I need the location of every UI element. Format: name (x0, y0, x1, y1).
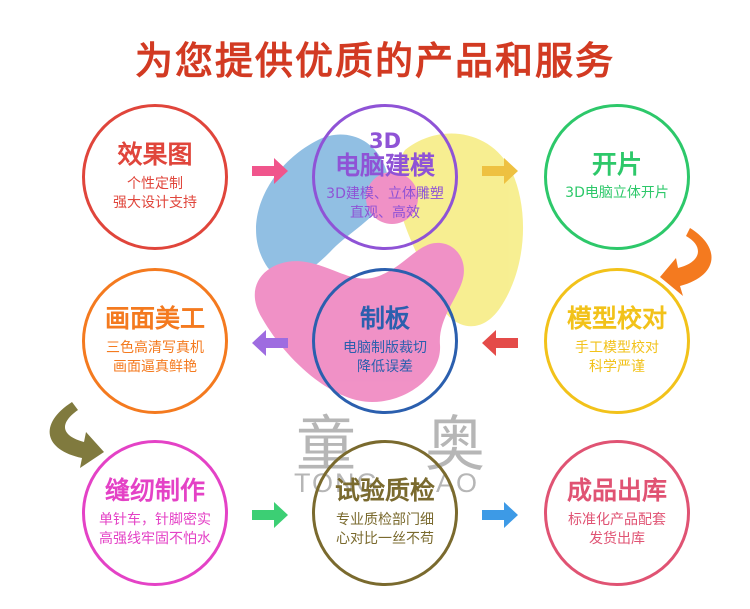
page-title: 为您提供优质的产品和服务 (134, 39, 615, 83)
step-effect-drawing: 效果图 个性定制 强大设计支持 (82, 104, 228, 250)
step-desc-line: 直观、高效 (350, 205, 420, 222)
step-quality-test: 试验质检 专业质检部门细 心对比一丝不苟 (312, 440, 458, 586)
step-desc-line: 专业质检部门细 (336, 511, 434, 528)
step-desc-line: 强大设计支持 (113, 194, 197, 211)
step-desc-line: 手工模型校对 (575, 339, 659, 356)
step-model-check: 模型校对 手工模型校对 科学严谨 (544, 268, 690, 414)
step-cutting: 开片 3D电脑立体开片 (544, 104, 690, 250)
step-shipping: 成品出库 标准化产品配套 发货出库 (544, 440, 690, 586)
step-3d-modeling: 3D 电脑建模 3D建模、立体雕塑 直观、高效 (312, 104, 458, 250)
step-desc-line: 心对比一丝不苟 (336, 530, 434, 547)
step-desc-line: 科学严谨 (589, 358, 645, 375)
step-desc-line: 电脑制版裁切 (343, 339, 427, 356)
step-desc-line: 发货出库 (589, 530, 645, 547)
step-pattern-making: 制板 电脑制版裁切 降低误差 (312, 268, 458, 414)
arrow-6-5 (482, 330, 518, 356)
arrow-5-4 (252, 330, 288, 356)
step-desc-line: 降低误差 (357, 358, 413, 375)
step-title: 开片 (591, 149, 642, 179)
step-desc-line: 3D建模、立体雕塑 (326, 186, 444, 203)
step-title: 画面美工 (104, 304, 205, 334)
arrow-4-7 (49, 402, 104, 468)
step-title: 模型校对 (566, 304, 667, 334)
step-desc-line: 三色高清写真机 (106, 339, 204, 356)
step-desc-line: 高强线牢固不怕水 (99, 530, 211, 547)
step-subtitle: 3D (368, 128, 402, 153)
step-title: 制板 (359, 304, 410, 334)
step-title: 成品出库 (566, 476, 667, 506)
arrow-1-2 (252, 158, 288, 184)
step-desc-line: 标准化产品配套 (568, 511, 666, 528)
step-desc-line: 3D电脑立体开片 (565, 185, 669, 202)
step-title: 效果图 (117, 140, 193, 170)
step-desc-line: 单针车，针脚密实 (99, 511, 211, 528)
arrow-7-8 (252, 502, 288, 528)
step-title: 电脑建模 (334, 150, 435, 180)
step-desc-line: 画面逼真鲜艳 (113, 358, 197, 375)
step-title: 试验质检 (334, 476, 435, 506)
step-desc-line: 个性定制 (127, 175, 183, 192)
step-sewing: 缝纫制作 单针车，针脚密实 高强线牢固不怕水 (82, 440, 228, 586)
step-graphic-art: 画面美工 三色高清写真机 画面逼真鲜艳 (82, 268, 228, 414)
arrow-2-3 (482, 158, 518, 184)
arrow-3-6 (660, 228, 712, 296)
arrow-8-9 (482, 502, 518, 528)
step-title: 缝纫制作 (104, 476, 205, 506)
flow-arrows (49, 158, 712, 528)
